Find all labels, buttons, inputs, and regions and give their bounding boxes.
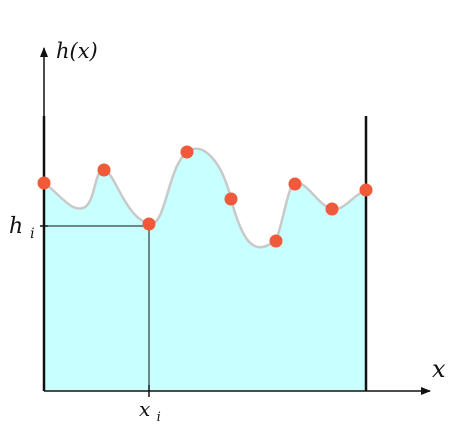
height-marker-subscript: i [30, 226, 34, 242]
sample-point [97, 163, 111, 177]
sample-point [359, 183, 373, 197]
height-curve [43, 147, 367, 249]
sample-point [37, 176, 51, 190]
position-marker-label: x i [139, 397, 161, 425]
sample-point [269, 234, 283, 248]
sample-point [224, 192, 238, 206]
sample-point-selected [142, 217, 156, 231]
y-axis-label: h(x) [56, 39, 98, 63]
fluid-fill-region [44, 148, 366, 391]
sample-point [288, 177, 302, 191]
position-marker-subscript: i [157, 410, 161, 425]
height-marker-symbol: h [9, 214, 23, 239]
height-marker-label: h i [9, 214, 35, 242]
x-axis-label: x [432, 355, 446, 383]
sample-point [180, 145, 194, 159]
position-marker-symbol: x [139, 397, 150, 421]
sample-point [325, 202, 339, 216]
